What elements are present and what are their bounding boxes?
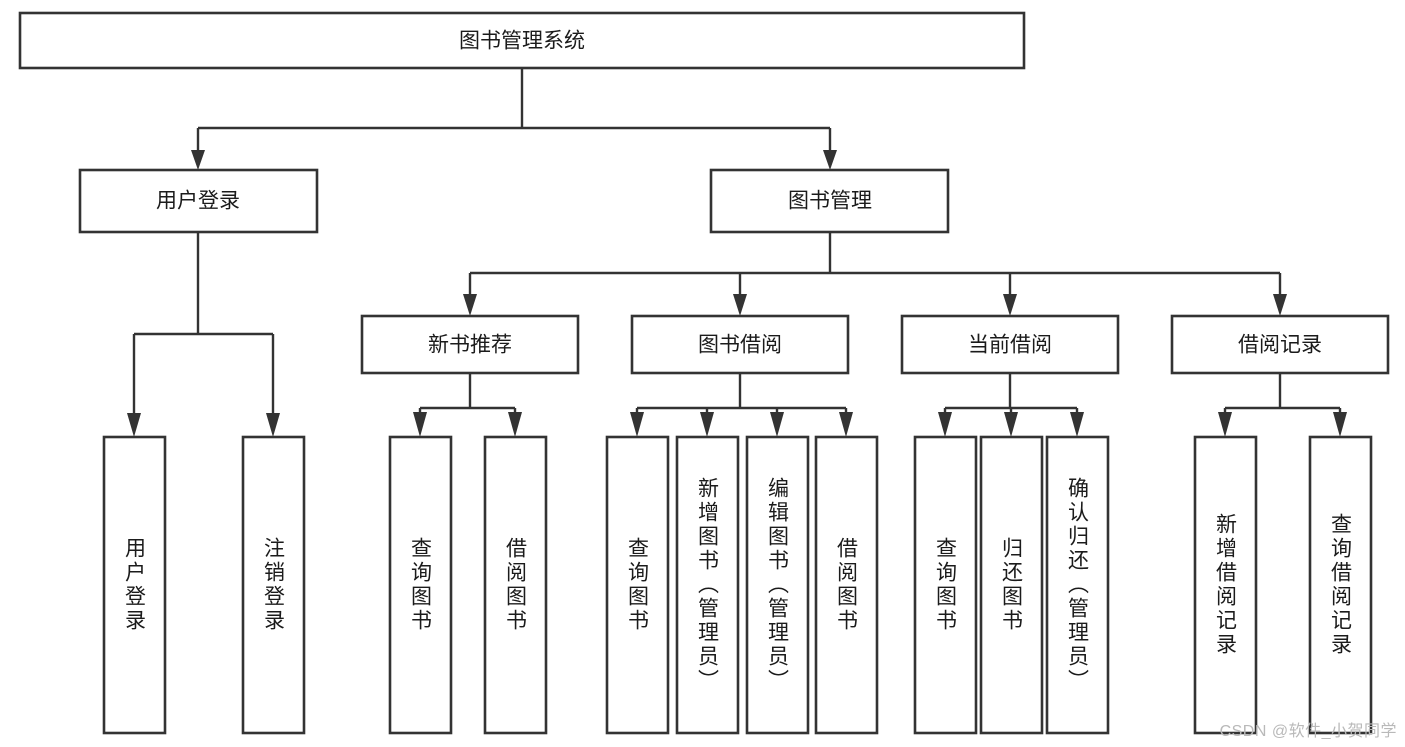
node-leaf-edit-book-admin-box[interactable] <box>745 435 810 735</box>
node-borrow-record-label: 借阅记录 <box>1238 334 1322 357</box>
node-book-borrow[interactable]: 图书借阅 <box>630 314 850 375</box>
node-root[interactable]: 图书管理系统 <box>18 11 1026 70</box>
arrowhead-leaf-confirm-return-admin <box>1070 412 1084 437</box>
arrowhead-leaf-edit-book-admin <box>770 412 784 437</box>
arrowhead-leaf-query-borrow-record <box>1333 412 1347 437</box>
node-leaf-query-book-2-box[interactable] <box>605 435 670 735</box>
node-leaf-add-book-admin-label: 新增图书（管理员） <box>696 477 720 693</box>
node-book-management[interactable]: 图书管理 <box>709 168 950 234</box>
node-leaf-query-book-1[interactable]: 查询图书 <box>388 435 453 735</box>
node-leaf-confirm-return-admin[interactable]: 确认归还（管理员） <box>1045 435 1110 735</box>
arrowhead-leaf-logout-login <box>266 413 280 437</box>
node-leaf-add-book-admin-box[interactable] <box>675 435 740 735</box>
node-leaf-confirm-return-admin-label: 确认归还（管理员） <box>1066 477 1090 693</box>
arrowhead-leaf-query-book-2 <box>630 412 644 437</box>
arrowhead-leaf-user-login <box>127 413 141 437</box>
node-leaf-borrow-book-1[interactable]: 借阅图书 <box>483 435 548 735</box>
node-leaf-borrow-book-1-box[interactable] <box>483 435 548 735</box>
arrowhead-book-management <box>823 150 837 170</box>
arrowhead-leaf-borrow-book-1 <box>508 412 522 437</box>
node-borrow-record[interactable]: 借阅记录 <box>1170 314 1390 375</box>
node-leaf-borrow-book-1-label: 借阅图书 <box>504 537 528 633</box>
arrowhead-leaf-add-borrow-record <box>1218 412 1232 437</box>
arrowhead-user-login <box>191 150 205 170</box>
node-leaf-query-book-3-box[interactable] <box>913 435 978 735</box>
node-leaf-confirm-return-admin-box[interactable] <box>1045 435 1110 735</box>
node-leaf-add-book-admin[interactable]: 新增图书（管理员） <box>675 435 740 735</box>
node-book-management-label: 图书管理 <box>788 190 872 213</box>
node-root-box[interactable] <box>18 11 1026 70</box>
node-leaf-return-book-label: 归还图书 <box>1000 537 1024 633</box>
node-leaf-query-book-2-label: 查询图书 <box>626 537 650 633</box>
node-leaf-user-login[interactable]: 用户登录 <box>102 435 167 735</box>
node-leaf-edit-book-admin-label: 编辑图书（管理员） <box>766 477 790 693</box>
watermark-text: CSDN @软件_小贺同学 <box>1219 723 1397 740</box>
arrowhead-borrow-record <box>1273 294 1287 316</box>
arrowhead-book-borrow <box>733 294 747 316</box>
node-leaf-borrow-book-2-box[interactable] <box>814 435 879 735</box>
arrowhead-leaf-borrow-book-2 <box>839 412 853 437</box>
node-leaf-query-book-3-label: 查询图书 <box>934 537 958 633</box>
node-leaf-add-borrow-record[interactable]: 新增借阅记录 <box>1193 435 1258 735</box>
arrowhead-leaf-add-book-admin <box>700 412 714 437</box>
node-leaf-borrow-book-2[interactable]: 借阅图书 <box>814 435 879 735</box>
node-leaf-query-book-2[interactable]: 查询图书 <box>605 435 670 735</box>
node-leaf-query-borrow-record[interactable]: 查询借阅记录 <box>1308 435 1373 735</box>
node-user-login-box[interactable] <box>78 168 319 234</box>
node-leaf-borrow-book-2-label: 借阅图书 <box>835 537 859 633</box>
node-leaf-query-borrow-record-label: 查询借阅记录 <box>1329 513 1353 657</box>
node-book-management-box[interactable] <box>709 168 950 234</box>
node-new-book-recommend-box[interactable] <box>360 314 580 375</box>
node-current-borrow-box[interactable] <box>900 314 1120 375</box>
node-leaf-logout-login-box[interactable] <box>241 435 306 735</box>
node-leaf-return-book-box[interactable] <box>979 435 1044 735</box>
node-leaf-user-login-label: 用户登录 <box>123 537 147 633</box>
node-book-borrow-box[interactable] <box>630 314 850 375</box>
node-current-borrow-label: 当前借阅 <box>968 334 1052 357</box>
arrowhead-current-borrow <box>1003 294 1017 316</box>
node-leaf-query-book-1-label: 查询图书 <box>409 537 433 633</box>
node-leaf-add-borrow-record-label: 新增借阅记录 <box>1214 513 1238 657</box>
node-book-borrow-label: 图书借阅 <box>698 334 782 357</box>
node-current-borrow[interactable]: 当前借阅 <box>900 314 1120 375</box>
node-leaf-return-book[interactable]: 归还图书 <box>979 435 1044 735</box>
connector-layer <box>127 68 1347 437</box>
node-leaf-add-borrow-record-box[interactable] <box>1193 435 1258 735</box>
node-leaf-user-login-box[interactable] <box>102 435 167 735</box>
node-leaf-logout-login[interactable]: 注销登录 <box>241 435 306 735</box>
node-leaf-query-book-1-box[interactable] <box>388 435 453 735</box>
node-leaf-query-book-3[interactable]: 查询图书 <box>913 435 978 735</box>
node-user-login[interactable]: 用户登录 <box>78 168 319 234</box>
node-user-login-label: 用户登录 <box>156 190 240 213</box>
arrowhead-leaf-query-book-3 <box>938 412 952 437</box>
node-leaf-edit-book-admin[interactable]: 编辑图书（管理员） <box>745 435 810 735</box>
arrowhead-new-book-recommend <box>463 294 477 316</box>
arrowhead-leaf-return-book <box>1004 412 1018 437</box>
node-leaf-logout-login-label: 注销登录 <box>262 537 286 633</box>
node-new-book-recommend-label: 新书推荐 <box>428 334 512 357</box>
node-root-label: 图书管理系统 <box>459 30 585 53</box>
node-new-book-recommend[interactable]: 新书推荐 <box>360 314 580 375</box>
arrowhead-leaf-query-book-1 <box>413 412 427 437</box>
node-leaf-query-borrow-record-box[interactable] <box>1308 435 1373 735</box>
node-borrow-record-box[interactable] <box>1170 314 1390 375</box>
